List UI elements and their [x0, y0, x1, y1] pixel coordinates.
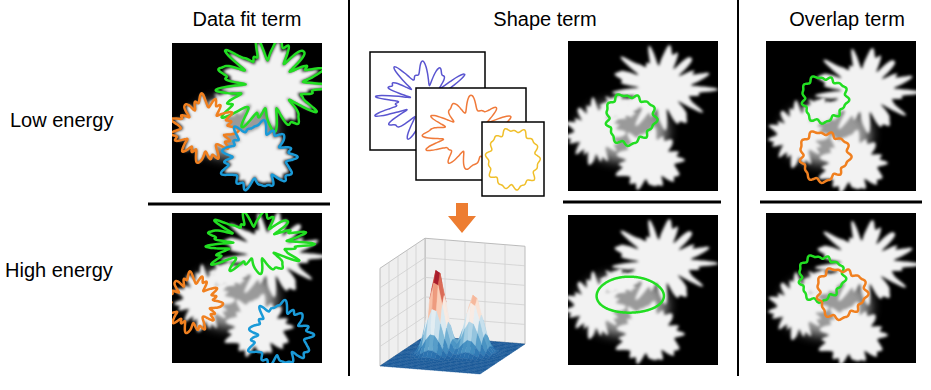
- column-header: Overlap term: [789, 8, 905, 31]
- row-header: High energy: [5, 259, 113, 282]
- shape-card: [482, 122, 544, 196]
- grid-line: [380, 297, 425, 327]
- card-frame: [482, 122, 544, 196]
- separator-lines: [148, 0, 922, 376]
- separator-line: [760, 201, 922, 204]
- grid-line: [389, 262, 390, 360]
- segmentation-contour: [172, 271, 223, 333]
- segmentation-contour: [597, 277, 664, 313]
- microscopy-image: [766, 213, 921, 365]
- grid-line: [380, 258, 425, 288]
- row-header: Low energy: [10, 109, 113, 132]
- grid-line: [380, 316, 425, 346]
- cell-body: [802, 97, 842, 124]
- cell-body: [616, 127, 685, 190]
- shape-contour: [486, 129, 541, 190]
- microscopy-image: [565, 215, 718, 365]
- column-header: Data fit term: [193, 8, 302, 31]
- separator-line: [563, 201, 721, 204]
- microscopy-image: [162, 212, 327, 367]
- plot-wall: [380, 238, 425, 366]
- microscopy-image: [170, 37, 333, 193]
- separator-line: [148, 203, 330, 206]
- separator-line: [348, 0, 350, 376]
- segmentation-contour: [248, 300, 314, 363]
- grid-line: [398, 256, 399, 354]
- segmentation-contour: [800, 131, 852, 182]
- segmentation-contour: [817, 268, 869, 319]
- grid-line: [407, 250, 408, 348]
- separator-line: [737, 0, 739, 376]
- cell-body: [599, 268, 639, 295]
- grid-line: [416, 244, 417, 342]
- cell-body: [612, 219, 718, 304]
- cell-body: [612, 45, 718, 130]
- cell-body: [819, 130, 888, 191]
- grid-line: [380, 277, 425, 307]
- column-header: Shape term: [493, 8, 596, 31]
- microscopy-image: [565, 41, 718, 191]
- grid-line: [425, 258, 525, 266]
- segmentation-contour: [221, 120, 298, 190]
- down-arrow: [448, 203, 476, 233]
- segmentation-contour: [799, 255, 846, 302]
- grid-line: [505, 245, 506, 343]
- surface-patch: [476, 372, 482, 374]
- segmentation-contour: [216, 43, 322, 132]
- segmentation-contour: [606, 94, 658, 145]
- segmentation-contour: [206, 213, 315, 274]
- density-plot: [380, 238, 525, 374]
- microscopy-image: [766, 41, 921, 193]
- segmentation-contour: [172, 93, 239, 162]
- segmentation-contour: [802, 76, 849, 123]
